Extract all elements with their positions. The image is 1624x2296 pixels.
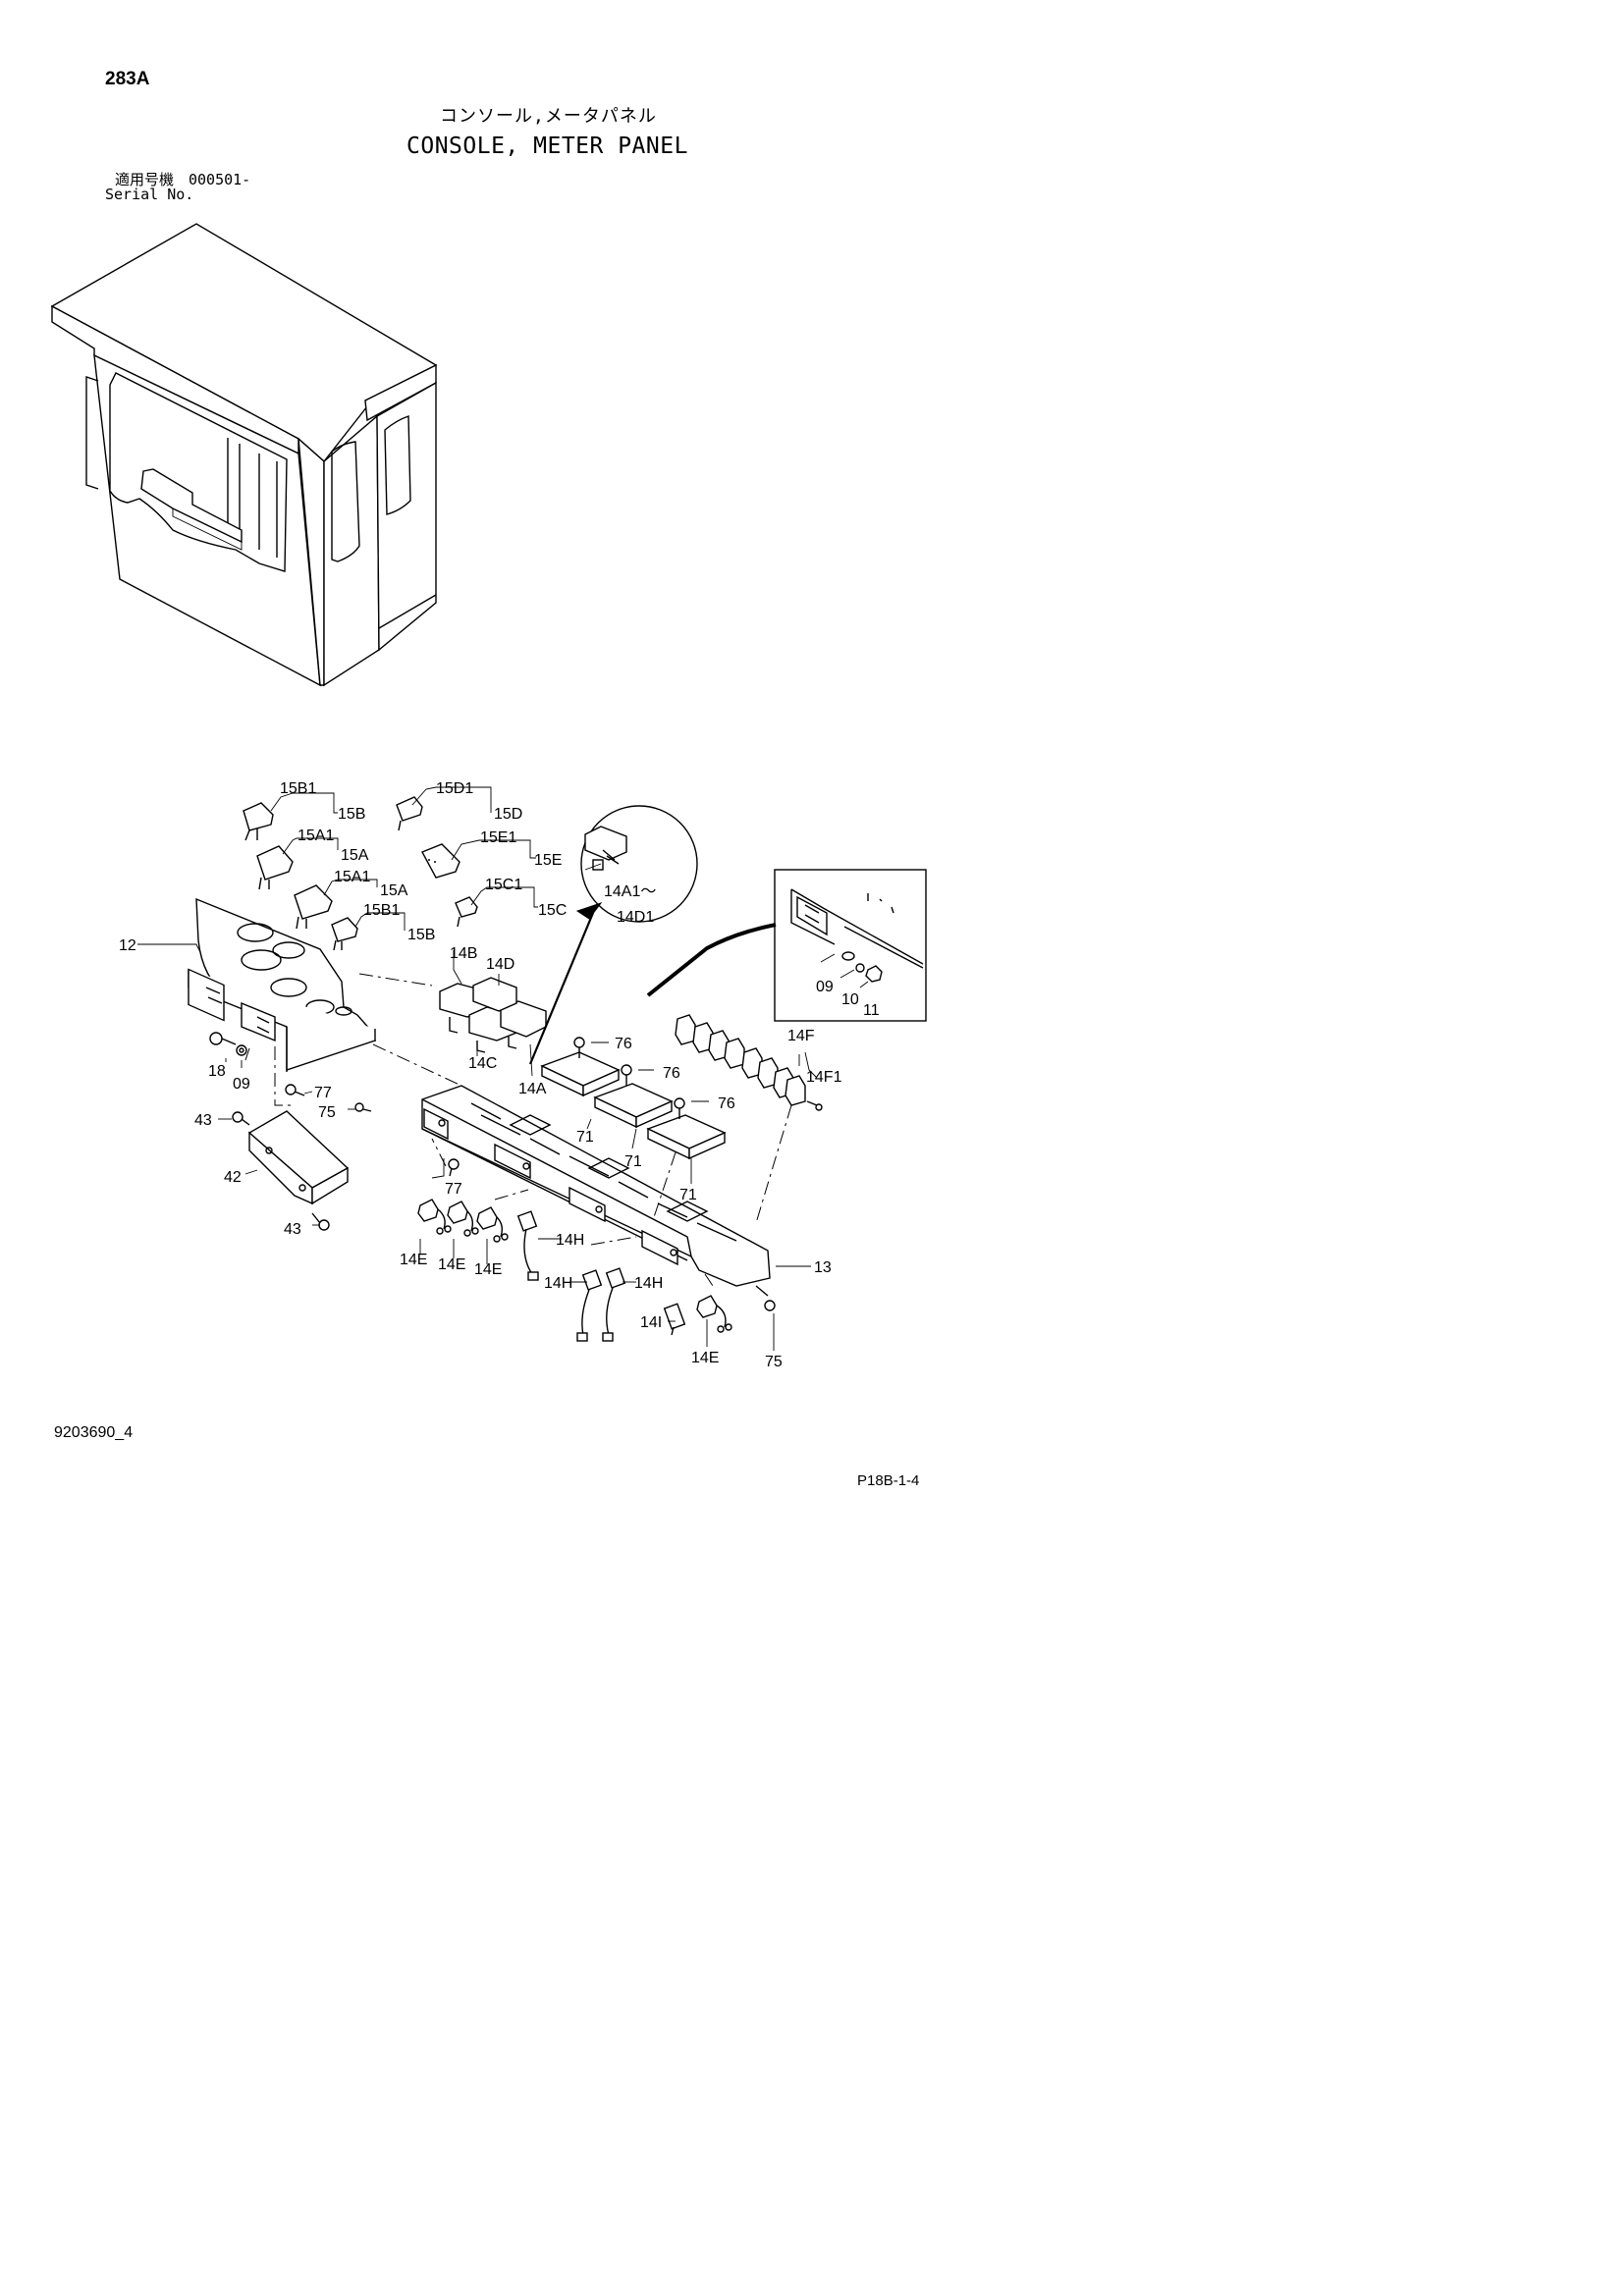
indicator-lamp-switches [243, 796, 478, 951]
page-number: 283A [105, 69, 150, 89]
callout-14d: 14D [486, 956, 514, 973]
title-japanese: コンソール,メータパネル [440, 106, 657, 127]
callout-43: 43 [284, 1221, 301, 1238]
callout-11: 11 [863, 1002, 880, 1019]
callout-71: 71 [679, 1187, 697, 1203]
sheet-number: P18B-1-4 [857, 1472, 920, 1489]
callout-15c: 15C [538, 902, 567, 919]
parts-diagram: 15B1 15B 15D1 15D 15A1 15A 15E1 15E 15A1… [50, 223, 927, 1370]
callout-15e: 15E [534, 852, 562, 869]
callout-15a: 15A [341, 847, 369, 864]
callout-77: 77 [314, 1085, 332, 1101]
callout-14f: 14F [787, 1028, 815, 1044]
callout-14i: 14I [640, 1314, 662, 1331]
callout-15c1: 15C1 [485, 877, 522, 893]
callout-14e: 14E [400, 1252, 427, 1268]
bulb-holders [675, 1014, 823, 1111]
callout-15d1: 15D1 [436, 780, 473, 797]
cab-overview-drawing [50, 223, 438, 687]
callout-71: 71 [624, 1153, 642, 1170]
callout-75: 75 [318, 1104, 336, 1121]
callout-76: 76 [718, 1095, 735, 1112]
callout-43: 43 [194, 1112, 212, 1129]
rocker-switches [439, 977, 547, 1053]
callout-76: 76 [663, 1065, 680, 1082]
meters [540, 1051, 727, 1160]
detail-inset-nut-washer [646, 869, 927, 1022]
callout-12: 12 [119, 937, 136, 954]
callout-14a: 14A [518, 1081, 547, 1097]
callout-15b1: 15B1 [280, 780, 316, 797]
callout-15b: 15B [407, 927, 435, 943]
callout-71: 71 [576, 1129, 594, 1146]
serial-number-label-japanese: 適用号機 000501- [115, 171, 251, 188]
callout-14e: 14E [691, 1350, 719, 1366]
serial-number-label-english: Serial No. [105, 186, 194, 203]
callout-42: 42 [224, 1169, 242, 1186]
callout-14a1: 14A1～ [604, 883, 656, 900]
callout-09: 09 [816, 979, 834, 995]
callout-14h: 14H [556, 1232, 584, 1249]
detail-circle-switch-bulb [528, 805, 698, 1065]
callout-77: 77 [445, 1181, 462, 1198]
callout-14h: 14H [634, 1275, 663, 1292]
callout-15d: 15D [494, 806, 522, 823]
callout-15b: 15B [338, 806, 365, 823]
callout-10: 10 [841, 991, 859, 1008]
callout-14e: 14E [474, 1261, 502, 1278]
fasteners [209, 1032, 776, 1311]
callout-15a: 15A [380, 882, 408, 899]
callout-09: 09 [233, 1076, 250, 1093]
callout-75: 75 [765, 1354, 783, 1370]
callout-76: 76 [615, 1036, 632, 1052]
callout-14d1: 14D1 [617, 909, 654, 926]
callout-14c: 14C [468, 1055, 497, 1072]
callout-15e1: 15E1 [480, 829, 516, 846]
callout-15a1: 15A1 [298, 828, 334, 844]
callout-14b: 14B [450, 945, 477, 962]
mount-bracket [421, 1085, 771, 1287]
cover-plate [247, 1110, 350, 1205]
console-panel [188, 897, 377, 1072]
callout-13: 13 [814, 1259, 832, 1276]
callout-15b1: 15B1 [363, 902, 400, 919]
title-english: CONSOLE, METER PANEL [406, 133, 688, 159]
callout-14e: 14E [438, 1256, 465, 1273]
drawing-number: 9203690_4 [54, 1424, 134, 1441]
leader-lines [137, 786, 869, 1351]
callout-14f1: 14F1 [806, 1069, 842, 1086]
sensors-and-harness-plugs [417, 1199, 732, 1342]
callout-18: 18 [208, 1063, 226, 1080]
callout-labels: 15B1 15B 15D1 15D 15A1 15A 15E1 15E 15A1… [119, 780, 880, 1370]
callout-14h: 14H [544, 1275, 572, 1292]
callout-15a1: 15A1 [334, 869, 370, 885]
